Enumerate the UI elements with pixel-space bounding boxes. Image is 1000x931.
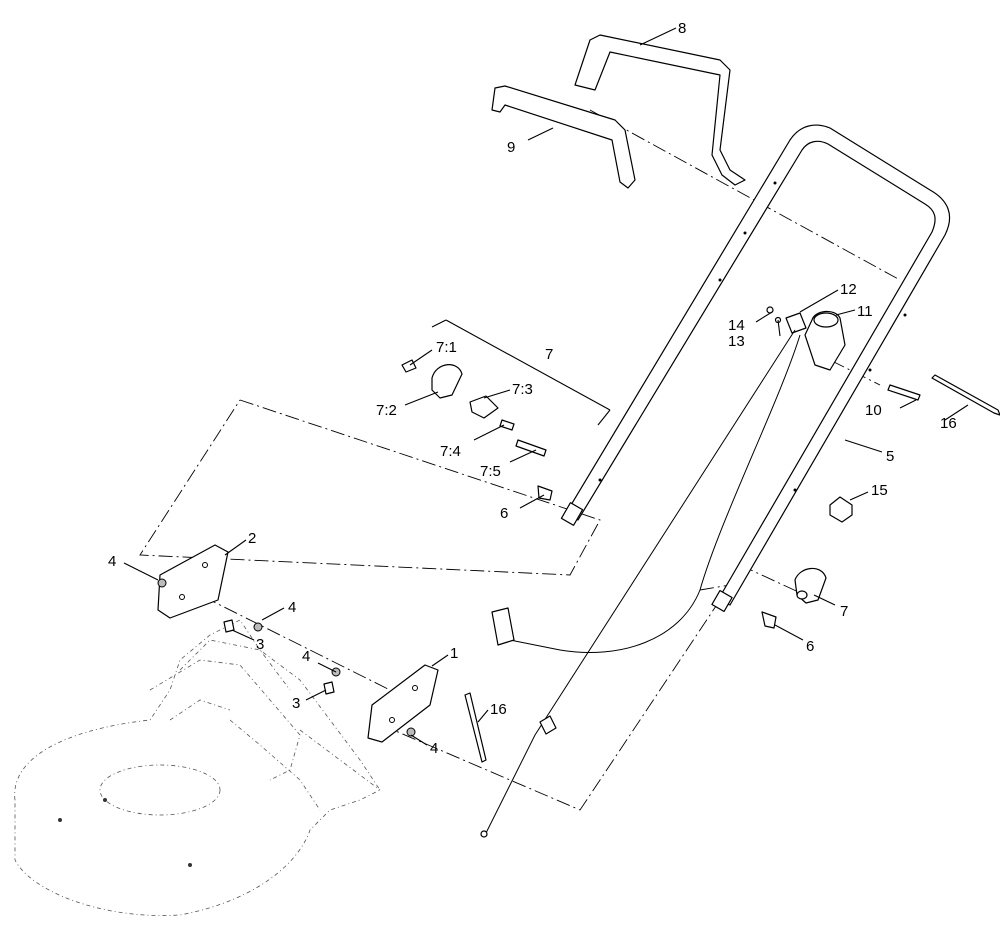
callout-6-right: 6	[806, 638, 814, 655]
callout-3-b: 3	[292, 695, 300, 712]
part-1-bracket	[367, 664, 439, 743]
callout-16-right: 16	[940, 415, 957, 432]
callout-4-d: 4	[430, 740, 438, 757]
part-12-clip	[785, 312, 807, 334]
part-7-kit	[401, 319, 611, 457]
callout-7-right: 7	[840, 603, 848, 620]
part-2-bracket	[157, 544, 229, 619]
part-8-bail	[574, 34, 746, 186]
callout-7-2: 7:2	[376, 402, 397, 419]
part-6-bolt-left	[537, 485, 553, 501]
callout-1: 1	[450, 645, 458, 662]
mower-deck-ghost	[14, 619, 381, 916]
part-16-cable-tie-right	[931, 374, 1000, 416]
assembly-reference-lines	[139, 109, 901, 811]
callout-15: 15	[871, 482, 888, 499]
callout-9: 9	[507, 139, 515, 156]
leader-lines	[123, 27, 969, 746]
callout-5: 5	[886, 448, 894, 465]
part-9-bail	[491, 85, 636, 189]
callout-10: 10	[865, 402, 882, 419]
callout-12: 12	[840, 281, 857, 298]
callout-13: 13	[728, 333, 745, 350]
callout-labels: 8 9 12 11 14 13 7 7:1 7:2 7:3 7:4 7:5 10…	[108, 20, 957, 757]
callout-7-5: 7:5	[480, 463, 501, 480]
callout-8: 8	[678, 20, 686, 37]
callout-6-left: 6	[500, 505, 508, 522]
part-16-cable-tie-left	[464, 692, 487, 763]
part-15-knob	[829, 496, 853, 523]
part-7-knob-right	[794, 567, 827, 604]
callout-7-kit: 7	[545, 346, 553, 363]
part-11-control	[804, 310, 846, 371]
part-5-handle	[560, 124, 951, 613]
callout-4-a: 4	[108, 553, 116, 570]
callout-11: 11	[857, 303, 873, 320]
callout-14: 14	[728, 317, 745, 334]
part-10-bolt	[887, 384, 921, 401]
callout-3-a: 3	[256, 636, 264, 653]
callout-16-left: 16	[490, 701, 507, 718]
callout-7-4: 7:4	[440, 443, 461, 460]
callout-7-1: 7:1	[436, 339, 457, 356]
callout-4-b: 4	[288, 599, 296, 616]
control-cable	[480, 329, 801, 838]
part-6-bolt-right	[761, 611, 777, 629]
hardware-3-4	[157, 578, 416, 737]
callout-4-c: 4	[302, 648, 310, 665]
callout-7-3: 7:3	[512, 381, 533, 398]
callout-2: 2	[248, 530, 256, 547]
